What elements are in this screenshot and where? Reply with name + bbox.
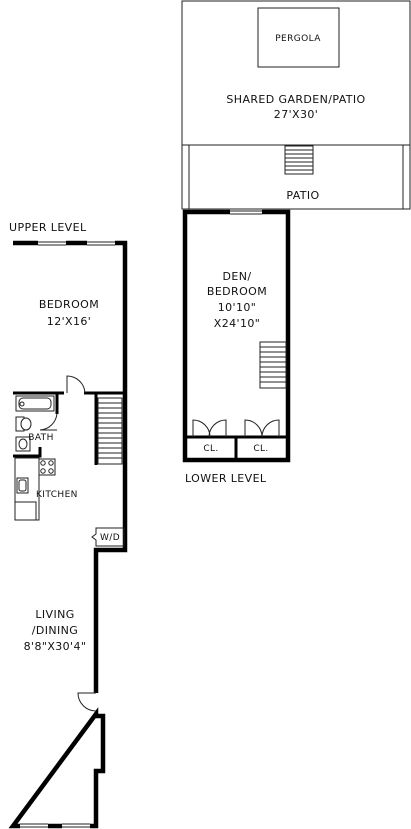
pergola-label: PERGOLA	[275, 34, 321, 44]
closet-label-1: CL.	[203, 444, 218, 454]
shared-garden-area: PERGOLA SHARED GARDEN/PATIO 27'X30' PATI…	[181, 0, 411, 210]
patio-stairs	[284, 145, 314, 175]
den-dim-2: X24'10"	[214, 317, 260, 330]
den-label-1: DEN/	[223, 270, 252, 283]
bedroom-label: BEDROOM	[39, 298, 99, 311]
toilet-bowl	[20, 417, 32, 431]
kitchen-label: KITCHEN	[36, 490, 78, 500]
bedroom-door	[66, 375, 86, 394]
living-dimension-label: 8'8"X30'4"	[24, 640, 87, 653]
den-dim-1: 10'10"	[218, 301, 256, 314]
lower-level-label: LOWER LEVEL	[185, 472, 267, 485]
den-stairs	[259, 341, 287, 389]
upper-stairs	[97, 397, 123, 465]
patio-label: PATIO	[286, 189, 319, 202]
garden-name-label: SHARED GARDEN/PATIO	[226, 93, 365, 106]
kitchen-fixtures	[14, 457, 56, 521]
living-label-2: /DINING	[32, 624, 78, 637]
garden-outline	[181, 0, 411, 210]
closet-label-2: CL.	[253, 444, 268, 454]
washer-dryer	[91, 527, 125, 547]
closet-doors-left	[192, 419, 227, 438]
den-label-2: BEDROOM	[207, 285, 267, 298]
bath-fixtures	[15, 395, 55, 452]
garden-dimension-label: 27'X30'	[274, 108, 318, 121]
den-walls	[182, 209, 291, 463]
bath-door	[39, 412, 58, 431]
bath-label: BATH	[28, 433, 54, 443]
bath-wall-bottom	[13, 447, 42, 458]
bedroom-dimension-label: 12'X16'	[47, 315, 91, 328]
closet-doors-right	[244, 419, 280, 438]
refrigerator	[14, 501, 37, 521]
den-bedroom-room: DEN/ BEDROOM 10'10" X24'10" CL. CL.	[182, 209, 291, 463]
upper-level-label: UPPER LEVEL	[9, 221, 87, 234]
living-label-1: LIVING	[35, 608, 74, 621]
washer-dryer-label: W/D	[100, 533, 120, 543]
pergola-box	[257, 7, 340, 68]
entry-door	[77, 692, 97, 712]
upper-level-walls	[8, 240, 128, 829]
